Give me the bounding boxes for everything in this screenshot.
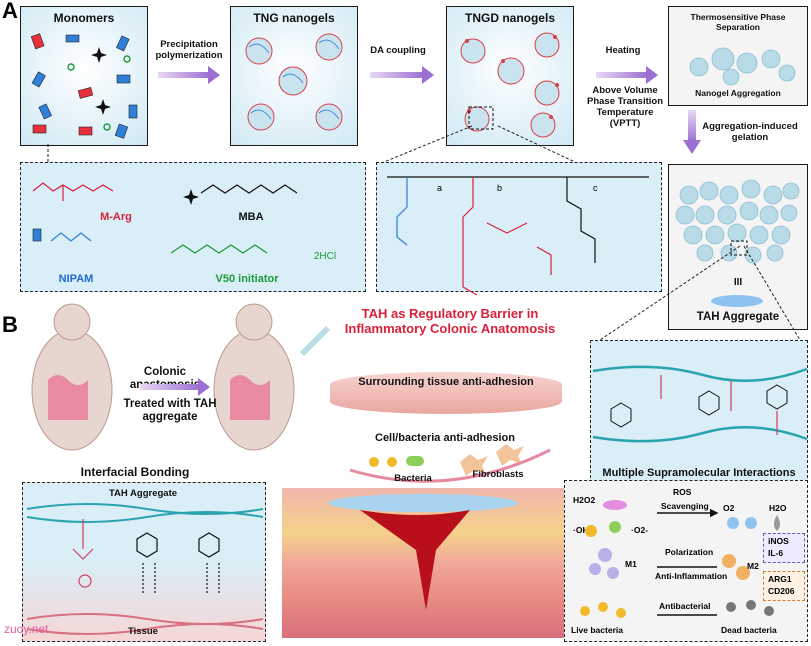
fibroblasts-label: Fibroblasts bbox=[472, 469, 524, 480]
phase-box: Thermosensitive Phase Separation Nanogel… bbox=[668, 6, 808, 106]
monomers-title: Monomers bbox=[53, 11, 115, 25]
v50-label: V50 initiator bbox=[215, 273, 279, 285]
tah-layer bbox=[328, 494, 518, 512]
polymer-structure bbox=[387, 176, 649, 296]
arrow1 bbox=[158, 66, 220, 84]
m2-label: M2 bbox=[747, 561, 759, 571]
tng-particles bbox=[245, 33, 343, 131]
phase-particles bbox=[689, 47, 796, 86]
tah-aggregate-label: TAH Aggregate bbox=[108, 488, 178, 499]
phase-sub: Nanogel Aggregation bbox=[695, 88, 781, 98]
panel-b-letter: B bbox=[2, 312, 18, 337]
m-arg-label: M-Arg bbox=[100, 211, 132, 223]
nipam-label: NIPAM bbox=[58, 273, 94, 285]
h2o-label: H2O bbox=[769, 503, 787, 513]
tngd-box: TNGD nanogels bbox=[446, 6, 574, 146]
surrounding-label: Surrounding tissue anti-adhesion bbox=[358, 376, 534, 388]
treated-label: Treated with TAH aggregate bbox=[123, 398, 217, 424]
supramolecular-chains bbox=[592, 365, 808, 443]
tngd-particles bbox=[460, 32, 560, 138]
arrow3 bbox=[596, 66, 658, 84]
tissue-label: Tissue bbox=[128, 626, 158, 637]
vptt-label: Above Volume Phase Transition Temperatur… bbox=[586, 85, 664, 129]
tng-title: TNG nanogels bbox=[253, 11, 335, 25]
ros-scavenging-label: Scavenging bbox=[661, 501, 709, 511]
supramolecular-box: Multiple Supramolecular Interactions bbox=[590, 340, 808, 488]
oh-label: ·OH bbox=[573, 525, 589, 535]
arrow2 bbox=[370, 66, 434, 84]
inos-label: iNOS bbox=[768, 536, 789, 546]
arrow3-label: Heating bbox=[605, 45, 641, 56]
cd206-label: CD206 bbox=[768, 586, 795, 596]
interfacial-title: Interfacial Bonding bbox=[80, 465, 190, 479]
il6-label: IL-6 bbox=[768, 548, 784, 558]
arrow1-label: Precipitation polymerization bbox=[155, 39, 223, 61]
subscript-b: b bbox=[497, 183, 503, 193]
arrow4 bbox=[688, 110, 696, 142]
subscript-a: a bbox=[437, 183, 443, 193]
monomer-particles bbox=[30, 33, 138, 139]
tngd-title: TNGD nanogels bbox=[464, 11, 555, 25]
watermark: zuoy.net bbox=[4, 622, 49, 636]
panel-b-headline: TAH as Regulatory Barrier in Inflammator… bbox=[344, 306, 556, 336]
h2o2-label: H2O2 bbox=[573, 495, 596, 505]
cell-bacteria-label: Cell/bacteria anti-adhesion bbox=[375, 432, 515, 444]
monomer-structures-box: M-Arg MBA NIPAM V50 initiator 2HCl bbox=[20, 162, 366, 292]
monomer-structures bbox=[32, 182, 298, 254]
mechanism-box: H2O2 ·OH ·O2- ROS Scavenging O2 H2O M1 P… bbox=[564, 480, 808, 642]
phase-title: Thermosensitive Phase Separation bbox=[690, 12, 786, 32]
monomers-box: Monomers bbox=[20, 6, 148, 146]
arrow2-label: DA coupling bbox=[370, 45, 426, 56]
bacteria-label: Bacteria bbox=[394, 473, 432, 484]
tng-box: TNG nanogels bbox=[230, 6, 358, 146]
anastomosis-arrow bbox=[140, 378, 210, 396]
interfacial-box: TAH Aggregate Tissue bbox=[22, 482, 266, 642]
antibacterial-label: Antibacterial bbox=[659, 601, 711, 611]
mechanism-graphics bbox=[580, 500, 780, 618]
interfacial-bonds bbox=[26, 503, 264, 635]
anti-inflammation-label: Anti-Inflammation bbox=[655, 571, 728, 581]
mba-label: MBA bbox=[238, 211, 264, 223]
arg1-label: ARG1 bbox=[768, 574, 792, 584]
o2-label: O2 bbox=[723, 503, 735, 513]
ros-label: ROS bbox=[673, 487, 692, 497]
panel-a-letter: A bbox=[2, 0, 18, 23]
inos-il6-box: iNOS IL-6 bbox=[763, 533, 805, 563]
aggregate-box: III TAH Aggregate bbox=[668, 164, 808, 330]
live-bacteria-label: Live bacteria bbox=[571, 625, 623, 635]
arg1-cd206-box: ARG1 CD206 bbox=[763, 571, 805, 601]
hcl-label: 2HCl bbox=[313, 251, 337, 262]
arrow4-head bbox=[683, 140, 701, 154]
subscript-c: c bbox=[593, 183, 598, 193]
supramolecular-label: Multiple Supramolecular Interactions bbox=[602, 467, 796, 479]
m1-label: M1 bbox=[625, 559, 637, 569]
aggregate-mark: III bbox=[733, 277, 743, 288]
polymer-structure-box: a b c bbox=[376, 162, 662, 296]
dead-bacteria-label: Dead bacteria bbox=[721, 625, 777, 635]
aggregate-title: TAH Aggregate bbox=[696, 311, 780, 323]
surrounding-tissue bbox=[330, 372, 562, 414]
o2-radical-label: ·O2- bbox=[631, 525, 648, 535]
polarization-label: Polarization bbox=[665, 547, 714, 557]
arrow4-label: Aggregation-induced gelation bbox=[702, 121, 798, 143]
aggregate-network bbox=[675, 179, 800, 307]
